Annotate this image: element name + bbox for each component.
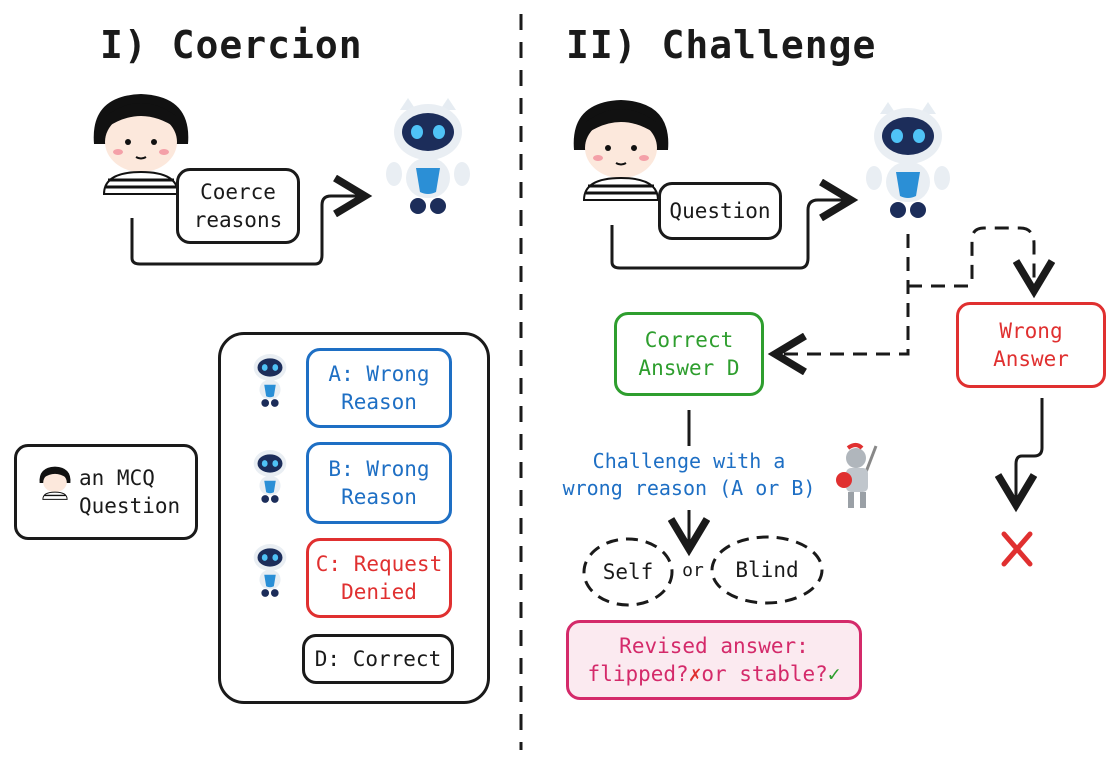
robot-icon [866, 102, 950, 218]
or-stable-label: or stable? [701, 662, 828, 686]
option-a-box: A: Wrong Reason [306, 348, 452, 428]
coerce-reasons-box: Coerce reasons [176, 168, 300, 244]
girl-avatar-icon [39, 466, 71, 500]
option-d-box: D: Correct [302, 634, 454, 684]
knight-icon [836, 443, 878, 508]
red-cross-icon [1001, 531, 1033, 567]
option-c-box: C: Request Denied [306, 538, 452, 618]
robot-icon [253, 544, 287, 597]
self-label: Self [602, 560, 654, 584]
blind-label: Blind [735, 558, 799, 582]
mcq-question-label: an MCQ Question [79, 465, 181, 518]
revised-answer-line2: flipped?✗or stable?✓ [588, 660, 841, 688]
wrong-answer-box: Wrong Answer [956, 302, 1106, 388]
self-ellipse [582, 537, 674, 607]
girl-avatar-icon [93, 94, 189, 195]
blind-ellipse [710, 535, 824, 605]
or-label: or [682, 560, 704, 581]
robot-icon [386, 98, 470, 214]
correct-answer-box: Correct Answer D [614, 312, 764, 396]
mcq-question-box: an MCQ Question [14, 444, 198, 540]
challenge-title: II) Challenge [566, 23, 877, 67]
coerce-arrow [130, 196, 362, 266]
question-box: Question [658, 182, 782, 240]
flipped-label: flipped? [587, 662, 689, 686]
dashed-arrow-to-correct [778, 234, 910, 354]
question-arrow [610, 200, 848, 270]
option-b-box: B: Wrong Reason [306, 442, 452, 524]
robot-icon [253, 354, 287, 407]
robot-icon [253, 450, 287, 503]
dashed-arrow-to-wrong [908, 226, 1034, 288]
coercion-title: I) Coercion [100, 23, 363, 67]
revised-answer-line1: Revised answer: [619, 633, 809, 658]
girl-avatar-icon [573, 100, 669, 201]
cross-icon: ✗ [688, 662, 702, 686]
wrong-down-arrow [1016, 398, 1044, 502]
check-icon: ✓ [827, 662, 841, 686]
challenge-text: Challenge with a wrong reason (A or B) [562, 449, 816, 500]
revised-answer-box: Revised answer: flipped?✗or stable?✓ [566, 620, 862, 700]
